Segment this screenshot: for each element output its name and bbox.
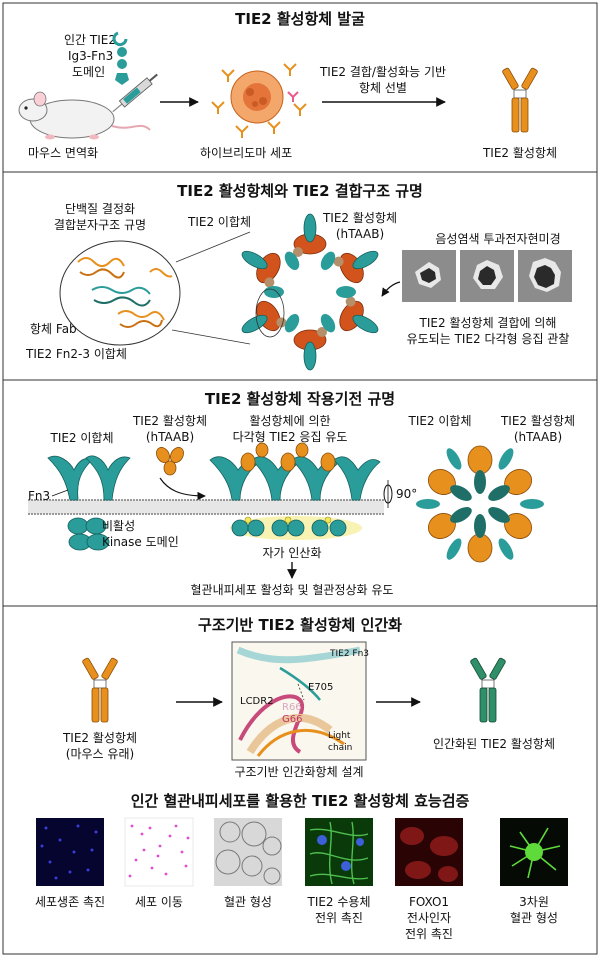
crystal-label-line2: 결합분자구조 규명 [54, 218, 146, 232]
top-view-cluster [416, 445, 544, 563]
em-label: 음성염색 투과전자현미경 [435, 232, 560, 246]
result-label: 혈관내피세포 활성화 및 혈관정상화 유도 [191, 583, 394, 597]
crystal-structure-icon [59, 240, 181, 346]
hybridoma-cell-icon [211, 63, 307, 138]
mouse-icon [18, 91, 151, 140]
assay-label-6-line1: 3차원 [519, 895, 549, 909]
assay-image-tube-formation [214, 818, 282, 886]
design-label: 구조기반 인간화항체 설계 [234, 765, 363, 779]
htaab-label-line2: (hTAAB) [336, 227, 384, 241]
tie2-antibody-icon [501, 67, 539, 133]
light-chain-line1: Light [328, 731, 351, 741]
assay-label-4-line1: TIE2 수용체 [306, 895, 370, 909]
assay-label-5-line1: FOXO1 [409, 895, 449, 909]
fn-dimer-label: TIE2 Fn2-3 이합체 [25, 347, 127, 361]
htaab-label-line1: TIE2 활성항체 [322, 211, 397, 225]
mouse-ab-label-line2: (마우스 유래) [66, 747, 134, 761]
fn3-pointer [51, 489, 69, 497]
mouse-antibody-icon [81, 657, 119, 723]
mech-cluster-line2: 다각형 TIE2 응집 유도 [233, 430, 348, 444]
antigen-label-line1: 인간 TIE2 [64, 33, 116, 47]
kinase-label-line2: Kinase 도메인 [102, 535, 179, 549]
assay-label-4-line2: 전위 촉진 [315, 911, 363, 925]
em-images [402, 250, 572, 302]
fab-label: 항체 Fab [30, 322, 77, 336]
light-chain-line2: chain [328, 743, 352, 753]
mech-htaab-line2: (hTAAB) [146, 430, 194, 444]
phosphorylation-label: 자가 인산화 [262, 546, 321, 560]
antigen-label-line2: Ig3-Fn3 [68, 49, 113, 63]
panel-1-title: TIE2 활성항체 발굴 [235, 10, 365, 28]
zoom-line-top [175, 231, 251, 263]
rotation-label: 90° [396, 487, 417, 501]
binding-arrow [159, 477, 206, 501]
assay-label-3-line1: 혈관 형성 [224, 895, 272, 909]
selection-label-line1: TIE2 결합/활성화능 기반 [319, 65, 446, 79]
lcdr2-label: LCDR2 [240, 696, 274, 707]
r66-label: R66 [282, 702, 302, 713]
cell-membrane [28, 499, 384, 515]
mouse-ab-label-line1: TIE2 활성항체 [62, 731, 137, 745]
right-htaab-line2: (hTAAB) [514, 430, 562, 444]
panel-5-title: 인간 혈관내피세포를 활용한 TIE2 활성항체 효능검증 [131, 792, 470, 810]
inset-fn3-label: TIE2 Fn3 [329, 649, 369, 659]
panel-2-title: TIE2 활성항체와 TIE2 결합구조 규명 [177, 182, 423, 200]
tie2-dimer-label: TIE2 이합체 [187, 215, 251, 229]
assay-label-5-line3: 전위 촉진 [405, 927, 453, 941]
syringe-icon [112, 73, 158, 113]
mech-dimer-label: TIE2 이합체 [49, 431, 113, 445]
fn3-label: Fn3 [28, 489, 50, 503]
antibody-label: TIE2 활성항체 [482, 146, 557, 160]
observation-label-line1: TIE2 활성항체 결합에 의해 [419, 316, 557, 330]
assay-label-1-line1: 세포생존 촉진 [35, 895, 105, 909]
structure-inset [231, 641, 367, 761]
right-dimer-label: TIE2 이합체 [407, 414, 471, 428]
kinase-label-line1: 비활성 [102, 519, 135, 533]
e705-label: E705 [308, 682, 333, 693]
assay-image-survival [36, 818, 104, 886]
antigen-label-line3: 도메인 [72, 65, 105, 79]
assay-label-5-line2: 전사인자 [407, 911, 451, 925]
humanized-antibody-icon [469, 657, 507, 723]
g66-label: G66 [282, 714, 302, 725]
zoom-highlight [255, 288, 285, 338]
zoom-line-bottom [171, 329, 251, 345]
panel-4-title: 구조기반 TIE2 활성항체 인간화 [198, 616, 402, 634]
selection-label-line2: 항체 선별 [359, 81, 407, 95]
panel-3-title: TIE2 활성항체 작용기전 규명 [205, 390, 395, 408]
crystal-label-line1: 단백질 결정화 [65, 202, 135, 216]
mech-htaab-line1: TIE2 활성항체 [132, 414, 207, 428]
observation-label-line2: 유도되는 TIE2 다각형 응집 관찰 [407, 332, 570, 346]
assay-label-2-line1: 세포 이동 [135, 895, 183, 909]
hybridoma-label: 하이브리도마 세포 [200, 146, 292, 160]
panel-4-border [2, 605, 598, 955]
assay-images [36, 817, 568, 887]
htaab-small-icon [156, 447, 184, 476]
activated-tie2-cluster [209, 442, 381, 540]
inactive-tie2-dimer [47, 455, 131, 551]
right-htaab-line1: TIE2 활성항체 [500, 414, 575, 428]
mech-cluster-line1: 활성항체에 의한 [249, 414, 330, 428]
antigen-domain-icon [112, 31, 129, 85]
humanized-ab-label: 인간화된 TIE2 활성항체 [433, 737, 555, 751]
assay-label-6-line2: 혈관 형성 [510, 911, 558, 925]
em-arrow [381, 281, 401, 297]
mouse-label: 마우스 면역화 [28, 146, 98, 160]
rotation-icon [383, 480, 393, 508]
